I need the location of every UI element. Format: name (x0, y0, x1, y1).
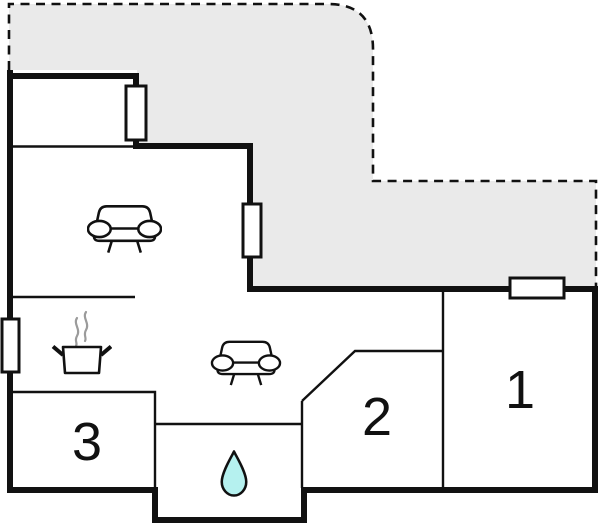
interior-walls (10, 145, 445, 488)
room-2-walls (301, 349, 443, 402)
window-icon (508, 276, 566, 300)
terrace-area (9, 4, 596, 286)
terrace-dashed-boundary (7, 2, 598, 286)
water-drop-icon (220, 450, 248, 497)
sofa-icon (210, 340, 282, 386)
window-icon (241, 202, 263, 259)
stove-icon (51, 310, 112, 375)
pot-icon (61, 345, 103, 375)
bathroom-bumpout-wall (152, 487, 307, 523)
steam-icon (74, 310, 89, 348)
pot-handle (99, 344, 112, 357)
room-2-label: 2 (361, 386, 393, 447)
room-3-label: 3 (71, 411, 103, 472)
pot-handle (51, 344, 65, 357)
sofa-icon (87, 205, 162, 254)
room-1-label: 1 (504, 359, 536, 420)
room-3-walls (13, 390, 157, 488)
windows (0, 84, 566, 374)
window-icon (0, 317, 21, 374)
window-icon (124, 84, 148, 142)
top-left-room-outer-wall (7, 73, 139, 148)
